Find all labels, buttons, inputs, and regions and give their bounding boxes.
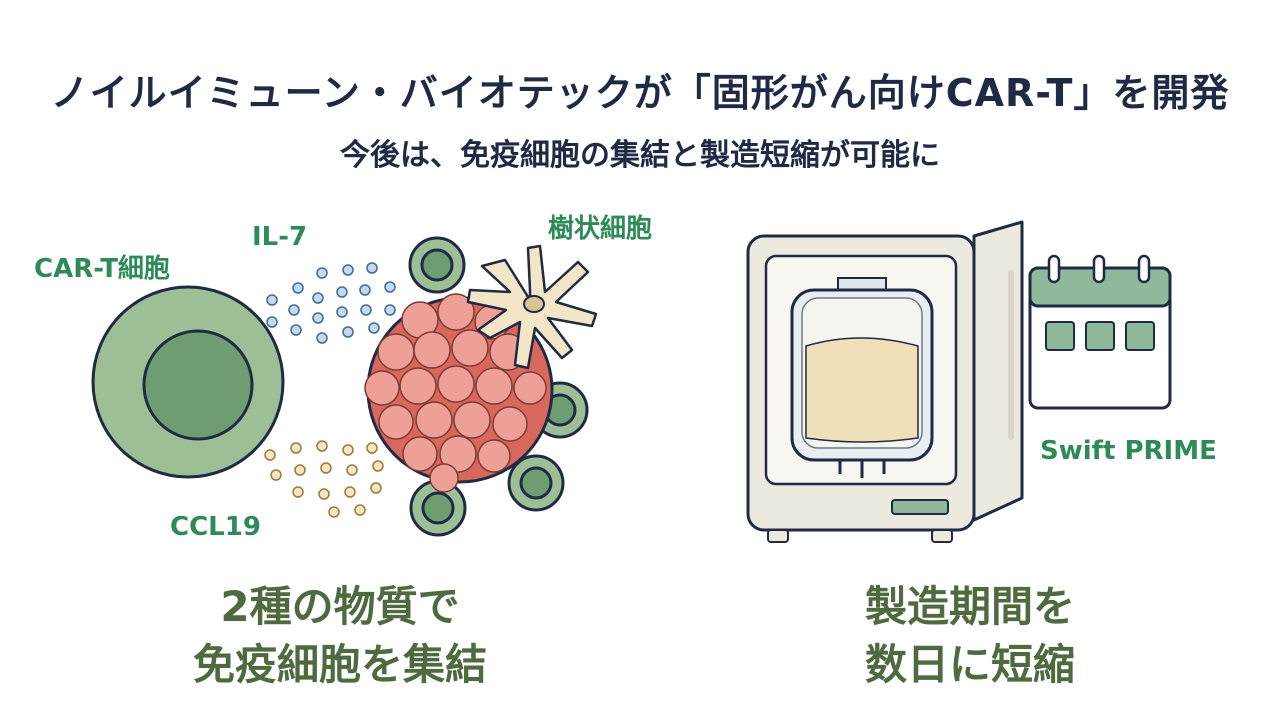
il7-label: IL-7 [252, 222, 308, 252]
left-caption-line2: 免疫細胞を集結 [192, 640, 487, 689]
il7-molecules-icon [266, 262, 396, 344]
left-caption: 2種の物質で 免疫細胞を集結 [130, 578, 550, 694]
swift-prime-label: Swift PRIME [1040, 436, 1217, 466]
left-caption-line1: 2種の物質で [220, 582, 460, 631]
right-caption-line2: 数日に短縮 [864, 640, 1075, 689]
car-t-cell-icon [91, 285, 285, 479]
dendritic-cell-icon [466, 244, 598, 370]
tumor-icon [364, 293, 554, 493]
car-t-cell-label: CAR-T細胞 [34, 254, 170, 284]
page-subtitle: 今後は、免疫細胞の集結と製造短縮が可能に [340, 138, 940, 173]
cell-bag-icon [790, 277, 934, 478]
ccl19-molecules-icon [264, 440, 384, 518]
calendar-icon [1028, 254, 1172, 410]
right-caption: 製造期間を 数日に短縮 [760, 578, 1180, 694]
right-caption-line1: 製造期間を [864, 582, 1075, 631]
page-title: ノイルイミューン・バイオテックが「固形がん向けCAR-T」を開発 [50, 71, 1230, 115]
dendritic-cell-label: 樹状細胞 [548, 214, 653, 244]
ccl19-label: CCL19 [170, 512, 261, 542]
